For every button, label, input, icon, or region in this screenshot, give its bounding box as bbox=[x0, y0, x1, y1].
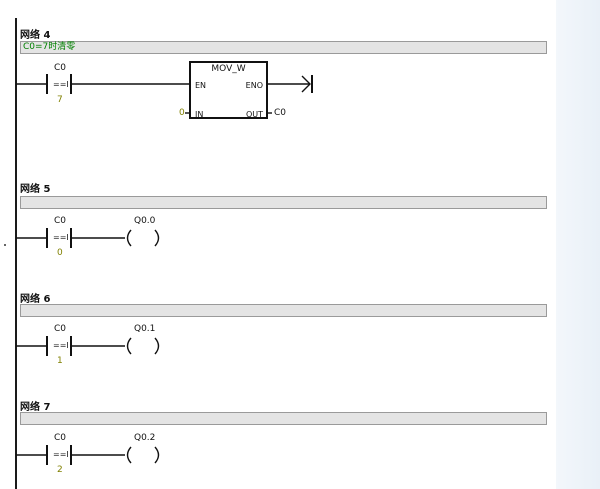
network-5-contact-value: 0 bbox=[57, 248, 63, 258]
network-4-contact-operand: C0 bbox=[54, 63, 67, 73]
en-pin: EN bbox=[195, 81, 207, 90]
out-value[interactable]: C0 bbox=[274, 108, 287, 118]
network-6-comment[interactable] bbox=[20, 304, 547, 317]
network-7-comment[interactable] bbox=[20, 412, 547, 425]
eno-pin: ENO bbox=[245, 81, 263, 90]
network-7-contact-value: 2 bbox=[57, 465, 63, 475]
network-6-contact-op: ==I bbox=[53, 341, 69, 350]
network-7-title[interactable]: 网络 7 bbox=[20, 402, 51, 413]
network-4-title[interactable]: 网络 4 bbox=[20, 30, 51, 41]
network-5-comment[interactable] bbox=[20, 196, 547, 209]
network-5-contact-operand: C0 bbox=[54, 216, 67, 226]
in-pin: IN bbox=[195, 110, 204, 119]
block-name: MOV_W bbox=[211, 64, 246, 74]
marker-dot bbox=[4, 244, 6, 246]
network-6-contact-operand: C0 bbox=[54, 324, 67, 334]
power-rail bbox=[15, 18, 17, 489]
network-5-title[interactable]: 网络 5 bbox=[20, 184, 51, 195]
scroll-area bbox=[556, 0, 600, 489]
network-4-contact-value: 7 bbox=[57, 95, 63, 105]
network-4-comment[interactable]: C0=7时清零 bbox=[20, 41, 547, 54]
network-6-contact-value: 1 bbox=[57, 356, 63, 366]
network-6-title[interactable]: 网络 6 bbox=[20, 294, 51, 305]
mov-w-block[interactable]: MOV_W EN ENO IN OUT bbox=[189, 61, 268, 119]
network-7-contact-operand: C0 bbox=[54, 433, 67, 443]
network-6-coil-operand: Q0.1 bbox=[134, 324, 156, 334]
network-7-coil-operand: Q0.2 bbox=[134, 433, 156, 443]
network-5-contact-op: ==I bbox=[53, 233, 69, 242]
network-5-coil-operand: Q0.0 bbox=[134, 216, 156, 226]
out-pin: OUT bbox=[245, 110, 263, 119]
network-4-contact-op: ==I bbox=[53, 80, 69, 89]
network-7-contact-op: ==I bbox=[53, 450, 69, 459]
in-value[interactable]: 0 bbox=[179, 108, 185, 118]
